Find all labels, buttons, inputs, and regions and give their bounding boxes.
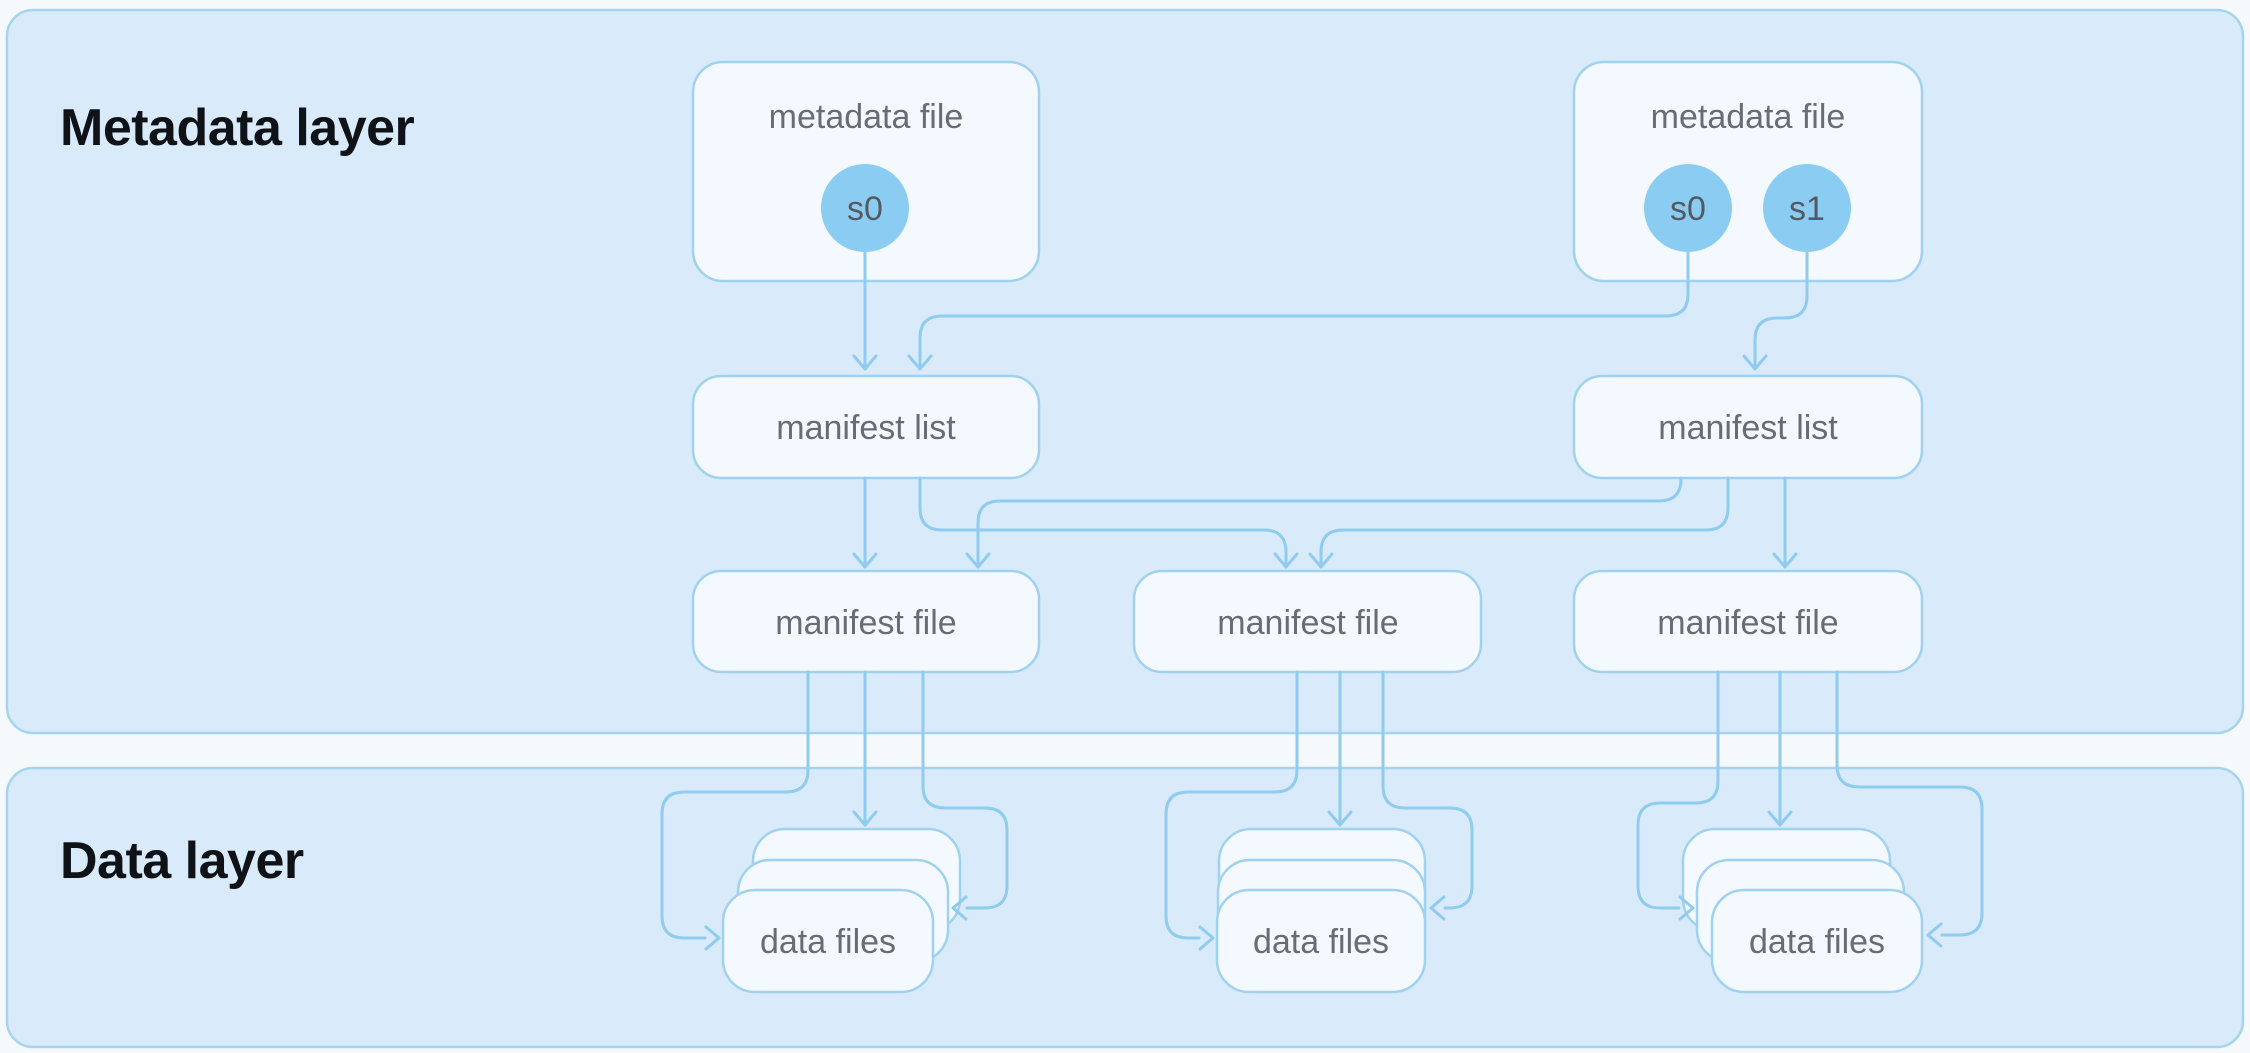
node-data-files-3: data files [1681, 827, 1924, 994]
edge-manifest-list-2-to-manifest-file-3 [1772, 476, 1798, 569]
snapshot-s1-circle [1763, 164, 1851, 252]
arrow-left-icon [1429, 895, 1446, 921]
node-manifest-file-1: manifest file [691, 569, 1041, 674]
manifest-list-1-label: manifest list [776, 409, 956, 447]
metadata-layer-title: Metadata layer [60, 99, 415, 157]
edge-s0-left-to-manifest-list-1 [852, 250, 878, 371]
edge-manifest-file-1-to-data-files-1-center [852, 670, 878, 827]
manifest-file-2-label: manifest file [1217, 604, 1398, 642]
arrow-down-icon [1742, 354, 1768, 371]
data-files-2-front-box [1215, 888, 1427, 994]
manifest-list-2-box [1572, 374, 1924, 480]
data-files-2-label: data files [1253, 923, 1389, 961]
arrow-down-icon [965, 552, 991, 569]
manifest-file-3-label: manifest file [1657, 604, 1838, 642]
arrow-right-icon [1198, 925, 1215, 951]
metadata-file-2-box [1572, 60, 1924, 283]
node-manifest-file-2: manifest file [1132, 569, 1483, 674]
edge-manifest-list-1-to-manifest-file-1 [852, 476, 878, 569]
snapshot-s0-circle [821, 164, 909, 252]
arrow-down-icon [852, 354, 878, 371]
arrow-down-icon [1772, 552, 1798, 569]
arrow-down-icon [852, 552, 878, 569]
edge-s1-to-manifest-list-2 [1742, 250, 1809, 371]
manifest-file-2-box [1132, 569, 1483, 674]
arrow-left-icon [951, 895, 968, 921]
arrow-down-icon [852, 810, 878, 827]
manifest-file-3-box [1572, 569, 1924, 674]
edge-manifest-file-3-to-data-files-3-right [1835, 670, 1984, 948]
arrow-down-icon [1273, 552, 1299, 569]
snapshot-s0-label: s0 [847, 190, 883, 228]
data-layer-container [5, 766, 2245, 1049]
manifest-list-2-label: manifest list [1658, 409, 1838, 447]
data-layer-title: Data layer [60, 832, 304, 890]
data-files-3-front-box [1710, 888, 1924, 994]
edge-manifest-list-1-to-manifest-file-2 [918, 476, 1299, 569]
node-manifest-list-1: manifest list [691, 374, 1041, 480]
data-files-1-front-box [721, 888, 935, 994]
metadata-file-2-label: metadata file [1651, 98, 1846, 136]
edge-s0-right-to-manifest-list-1 [907, 250, 1690, 371]
node-manifest-list-2: manifest list [1572, 374, 1924, 480]
node-data-files-2: data files [1215, 827, 1427, 994]
arrow-down-icon [1327, 810, 1353, 827]
arrow-left-icon [1926, 922, 1943, 948]
snapshot-s1-label: s1 [1789, 190, 1825, 228]
metadata-file-1-label: metadata file [769, 98, 964, 136]
edge-manifest-list-2-to-manifest-file-1 [965, 476, 1683, 569]
arrow-down-icon [1308, 552, 1334, 569]
edge-manifest-list-2-to-manifest-file-2 [1308, 476, 1730, 569]
node-metadata-file-1: metadata file s0 [691, 60, 1041, 283]
snapshot-s0-circle [1644, 164, 1732, 252]
arrow-right-icon [704, 925, 721, 951]
snapshot-s0-label: s0 [1670, 190, 1706, 228]
data-files-1-label: data files [760, 923, 896, 961]
edge-manifest-file-2-to-data-files-2-center [1327, 670, 1353, 827]
edge-manifest-file-2-to-data-files-2-left [1164, 670, 1299, 951]
manifest-file-1-label: manifest file [775, 604, 956, 642]
edge-manifest-file-1-to-data-files-1-left [660, 670, 810, 951]
arrow-down-icon [1767, 810, 1793, 827]
node-manifest-file-3: manifest file [1572, 569, 1924, 674]
node-metadata-file-2: metadata file s0 s1 [1572, 60, 1924, 283]
edge-manifest-file-3-to-data-files-3-center [1767, 670, 1793, 827]
data-files-3-label: data files [1749, 923, 1885, 961]
edge-manifest-file-1-to-data-files-1-right [921, 670, 1009, 921]
node-data-files-1: data files [721, 827, 962, 994]
edge-manifest-file-3-to-data-files-3-left [1636, 670, 1720, 921]
arrow-right-icon [1678, 895, 1695, 921]
edge-manifest-file-2-to-data-files-2-right [1381, 670, 1474, 921]
arrow-down-icon [907, 354, 933, 371]
